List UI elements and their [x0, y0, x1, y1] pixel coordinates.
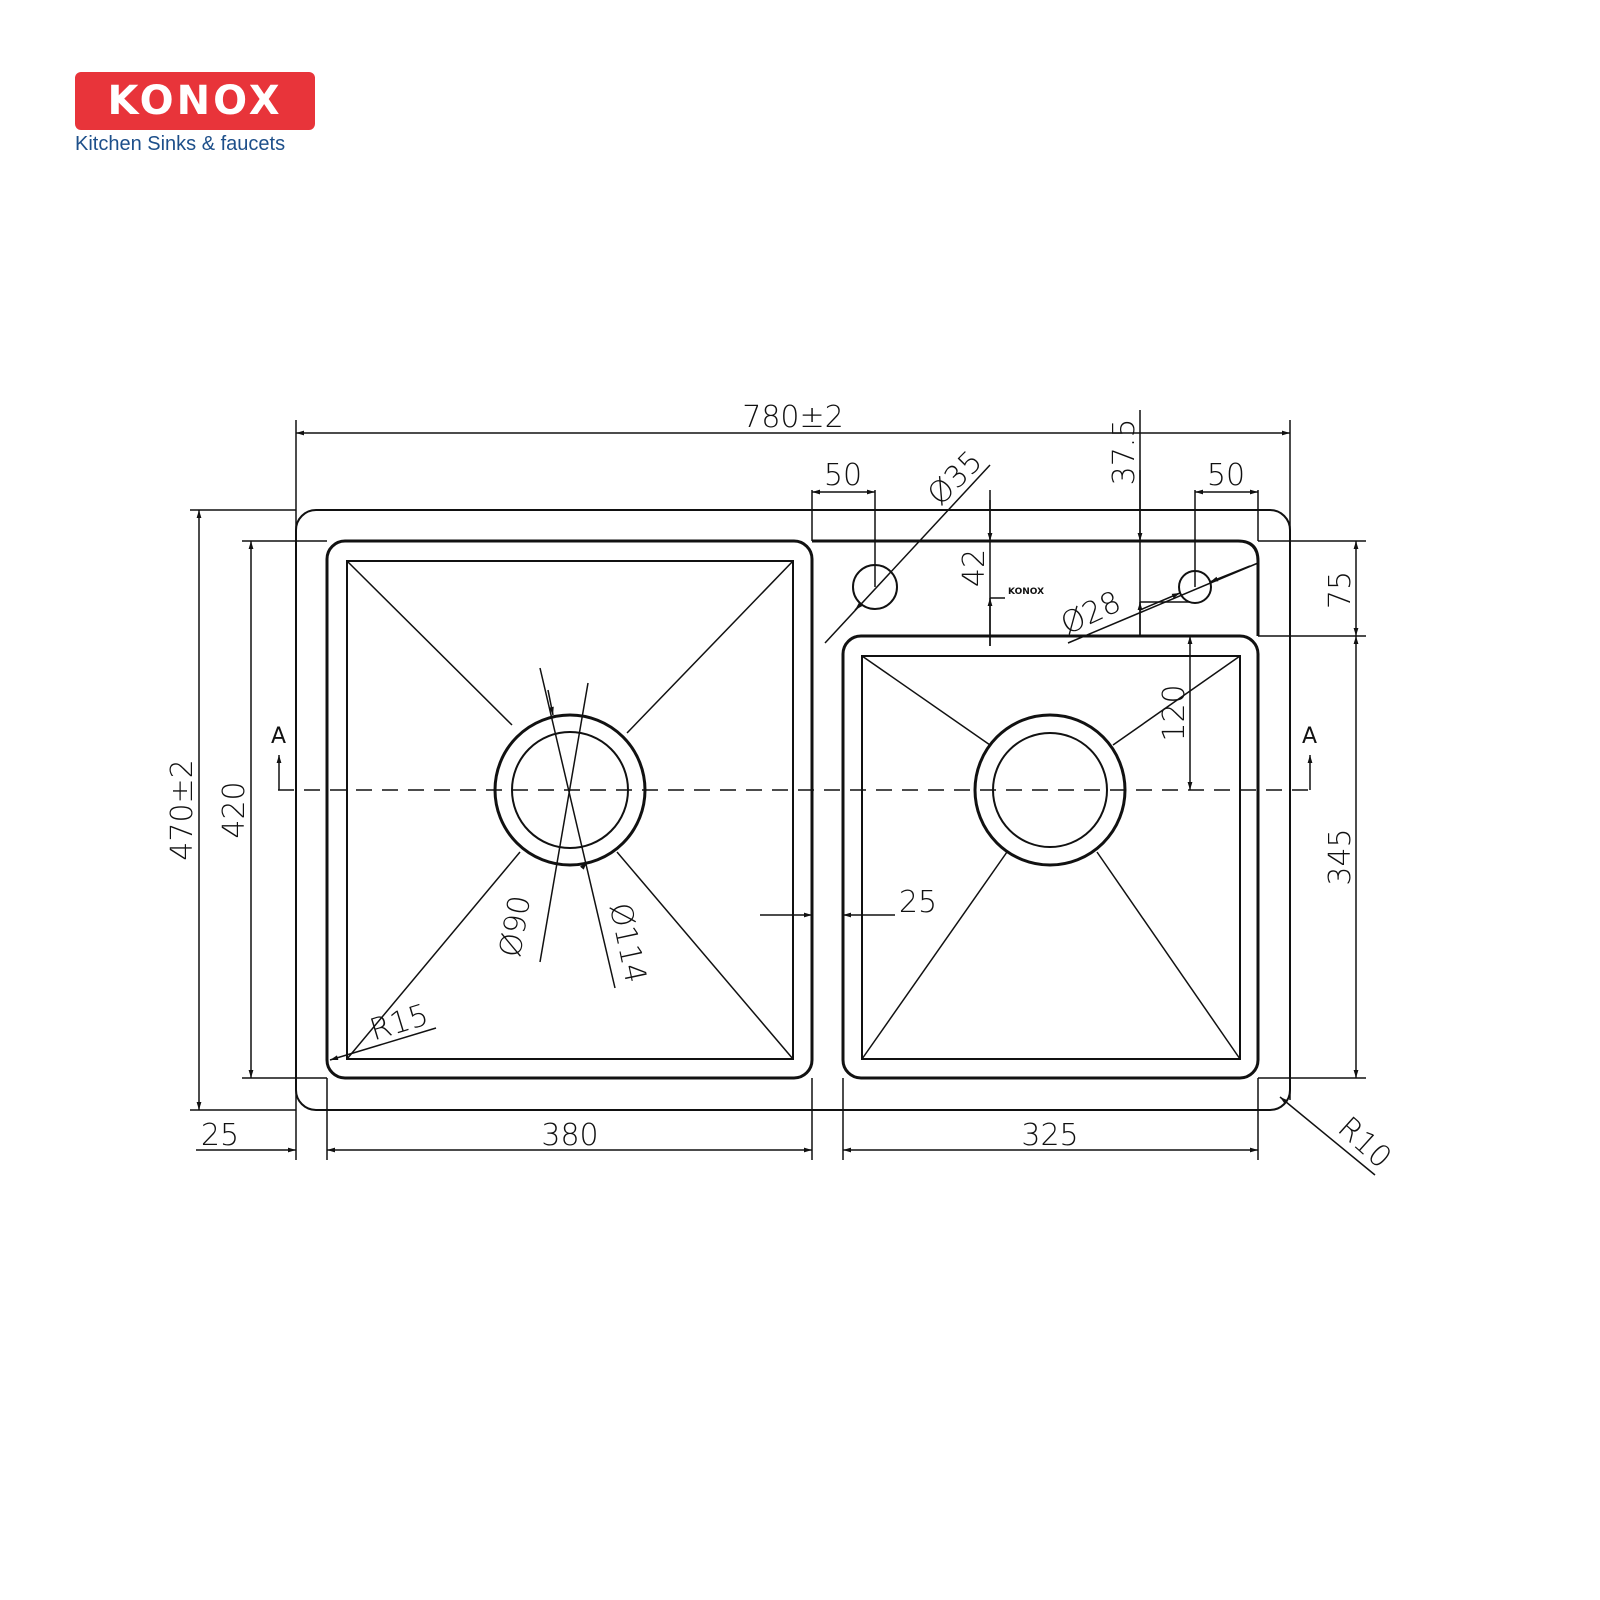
right-bowl-inner: [861, 655, 1241, 1060]
right-bowl-slopes: [861, 655, 1241, 1060]
dimension-lines: [196, 430, 1376, 1176]
section-label-right: A: [1302, 724, 1317, 749]
dim-corner-radius: R10: [1331, 1110, 1398, 1176]
dim-drain-inner: Ø90: [493, 893, 538, 960]
dim-overall-depth: 470±2: [165, 759, 200, 860]
logo-tagline: Kitchen Sinks & faucets: [75, 133, 286, 155]
left-bowl-inner: [346, 560, 794, 1060]
logo-text: KONOX: [107, 78, 283, 124]
dim-right-bowl-depth: 345: [1323, 828, 1358, 885]
dim-overall-width: 780±2: [742, 400, 843, 435]
dim-tap-hole: Ø35: [921, 444, 989, 512]
dim-left-margin: 25: [201, 1118, 239, 1153]
section-label-left: A: [271, 724, 286, 749]
left-bowl-slopes: [346, 560, 794, 1060]
dim-left-bowl-width: 380: [541, 1118, 598, 1153]
logo-badge: KONOX: [75, 72, 315, 130]
right-bowl-outer: [841, 634, 1260, 1080]
left-bowl-outer: [325, 539, 814, 1080]
dim-hole-offset-right: 50: [1207, 458, 1245, 493]
dim-hole-offset-left: 50: [824, 458, 862, 493]
deck-logo: KONOX: [1008, 587, 1044, 597]
dim-bowl-radius: R15: [366, 998, 433, 1049]
right-drain-outer: [973, 713, 1127, 867]
dim-right-deck: 75: [1323, 571, 1358, 609]
dim-divider: 25: [899, 885, 937, 920]
dim-drain-outer: Ø114: [602, 900, 653, 986]
dim-small-hole-offset: 37.5: [1107, 419, 1142, 486]
dim-drain-offset: 120: [1157, 684, 1192, 741]
deck-rim: [812, 539, 1260, 636]
dim-bowl-depth: 420: [217, 781, 252, 838]
dim-right-bowl-width: 325: [1021, 1118, 1078, 1153]
dim-deck-logo-offset: 42: [957, 549, 992, 587]
brand-logo: KONOX Kitchen Sinks & faucets: [75, 72, 315, 156]
